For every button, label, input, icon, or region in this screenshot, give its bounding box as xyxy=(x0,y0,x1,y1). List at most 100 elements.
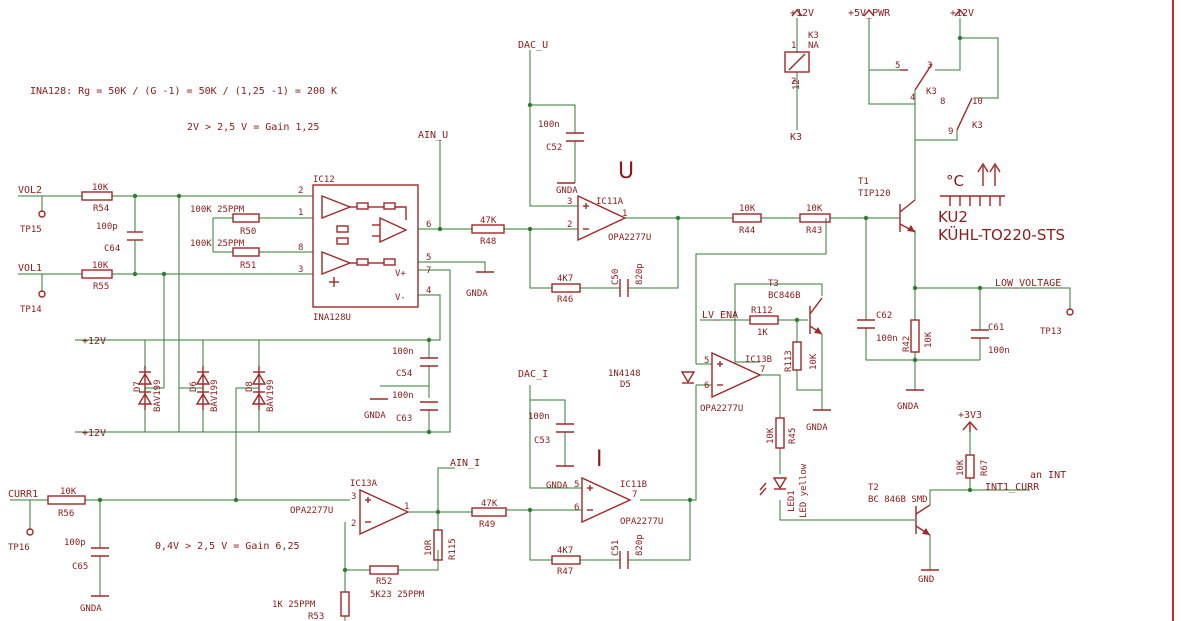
net-an-int: an INT xyxy=(1030,470,1066,481)
c64-ref: C64 xyxy=(104,244,120,254)
r48-value: 47K xyxy=(480,216,497,226)
net-vol1: VOL1 xyxy=(18,263,42,274)
transistor-t2 xyxy=(915,504,931,536)
net-p3v3: +3V3 xyxy=(958,410,982,421)
c54-ref: C54 xyxy=(396,369,412,379)
ic13b-pin7: 7 xyxy=(760,365,765,375)
r56-ref: R56 xyxy=(58,509,74,519)
r47-value: 4K7 xyxy=(557,546,573,556)
r43-value: 10K xyxy=(806,204,823,214)
ic11a-ref: IC11A xyxy=(596,197,624,207)
net-int1-curr: INT1_CURR xyxy=(985,482,1040,493)
r43-ref: R43 xyxy=(806,226,822,236)
r53-ref: R53 xyxy=(308,612,324,621)
ic13b-pin6: 6 xyxy=(704,381,709,391)
ic11a-pin1: 1 xyxy=(622,209,627,219)
relay-k3 xyxy=(784,51,973,131)
heatsink-value: KÜHL-TO220-STS xyxy=(938,225,1065,244)
ground-symbols xyxy=(91,182,939,597)
net-p12v-left2: +12V xyxy=(82,428,106,439)
r55-ref: R55 xyxy=(93,282,109,292)
gnd-label-4: GNDA xyxy=(897,402,919,412)
c61-ref: C61 xyxy=(988,323,1004,333)
r52-value: 5K23 25PPM xyxy=(370,590,425,600)
relay-pin1: 1 xyxy=(791,41,796,51)
ic12-pin8: 8 xyxy=(298,243,303,253)
d6-value: BAV199 xyxy=(210,379,220,412)
relay-pin2: 2 xyxy=(791,77,796,87)
r113-ref: R113 xyxy=(784,350,794,372)
relay-value: NA xyxy=(808,41,819,51)
t2-value: BC 846B SMD xyxy=(868,495,928,505)
r52-ref: R52 xyxy=(376,577,392,587)
c61-value: 100n xyxy=(988,346,1010,356)
relay-pin9: 9 xyxy=(948,127,953,137)
heatsink-icon xyxy=(940,162,1005,206)
ic11b-pin6: 6 xyxy=(574,503,579,513)
ic13b-ref: IC13B xyxy=(745,355,772,365)
ic11b-value: OPA2277U xyxy=(620,517,663,527)
relay-k3b: K3 xyxy=(972,121,983,131)
r112-ref: R112 xyxy=(751,306,773,316)
note-gain-voltage: 2V > 2,5 V = Gain 1,25 xyxy=(187,122,319,133)
c63-value: 100n xyxy=(392,391,414,401)
net-dac-i: DAC_I xyxy=(518,369,548,380)
tp13-label: TP13 xyxy=(1040,327,1062,337)
ic12-pin4: 4 xyxy=(426,286,431,296)
junction-dots xyxy=(97,35,983,573)
net-p12v-left1: +12V xyxy=(82,336,106,347)
r49-value: 47K xyxy=(481,499,498,509)
ic11a-pin3: 3 xyxy=(567,197,572,207)
gnd-label-6: GNDA xyxy=(546,481,568,491)
r51-value: 100K 25PPM xyxy=(190,239,245,249)
tp14-label: TP14 xyxy=(20,305,42,315)
d8-ref: D8 xyxy=(245,381,255,392)
t1-ref: T1 xyxy=(858,177,869,187)
r42-ref: R42 xyxy=(902,336,912,352)
ic12-vplus: V+ xyxy=(395,269,406,279)
c62-value: 100n xyxy=(876,334,898,344)
diode-symbols xyxy=(137,366,788,496)
note-ina128-formula: INA128: Rg = 50K / (G -1) = 50K / (1,25 … xyxy=(30,86,337,97)
r44-ref: R44 xyxy=(739,226,755,236)
ic11a-pin2: 2 xyxy=(567,220,572,230)
gnd-label-7: GNDA xyxy=(80,604,102,614)
r115-ref: R115 xyxy=(448,538,458,560)
net-low-voltage: LOW_VOLTAGE xyxy=(995,278,1061,289)
r45-ref: R45 xyxy=(788,428,798,444)
c52-ref: C52 xyxy=(546,143,562,153)
opamp-ic11b xyxy=(581,476,632,524)
supply-arrows xyxy=(791,8,978,432)
relay-pin12: 12 xyxy=(792,79,802,90)
ic13a-pin1: 1 xyxy=(404,502,409,512)
r53-value: 1K 25PPM xyxy=(272,600,316,610)
r56-value: 10K xyxy=(60,487,77,497)
r67-ref: R67 xyxy=(980,460,990,476)
net-p12v-relay: +12V xyxy=(790,8,814,19)
relay-pin5: 5 xyxy=(895,61,900,71)
r51-ref: R51 xyxy=(240,261,256,271)
ic11b-pin7: 7 xyxy=(632,490,637,500)
r46-value: 4K7 xyxy=(557,274,573,284)
ic13a-value: OPA2277U xyxy=(290,506,333,516)
t2-ref: T2 xyxy=(868,483,879,493)
testpoint-symbols xyxy=(26,210,1074,536)
ic12-vminus: V- xyxy=(395,293,406,303)
led1-value: LED yellow xyxy=(799,463,809,518)
net-dac-u: DAC_U xyxy=(518,40,548,51)
d6-ref: D6 xyxy=(189,381,199,392)
transistor-t1 xyxy=(899,199,916,233)
ic12-value: INA128U xyxy=(313,313,351,323)
ic13a-pin3: 3 xyxy=(351,492,356,502)
net-ain-i: AIN_I xyxy=(450,458,480,469)
net-p5v-pwr: +5V_PWR xyxy=(848,8,891,19)
d5-value: 1N4148 xyxy=(608,369,641,379)
heatsink-ref: KU2 xyxy=(938,208,968,226)
r55-value: 10K xyxy=(92,261,109,271)
opamp-ic13b xyxy=(711,351,762,399)
led1-ref: LED1 xyxy=(787,490,797,512)
ic11b-pin5: 5 xyxy=(574,480,579,490)
c53-value: 100n xyxy=(528,412,550,422)
ic13a-pin2: 2 xyxy=(351,519,356,529)
